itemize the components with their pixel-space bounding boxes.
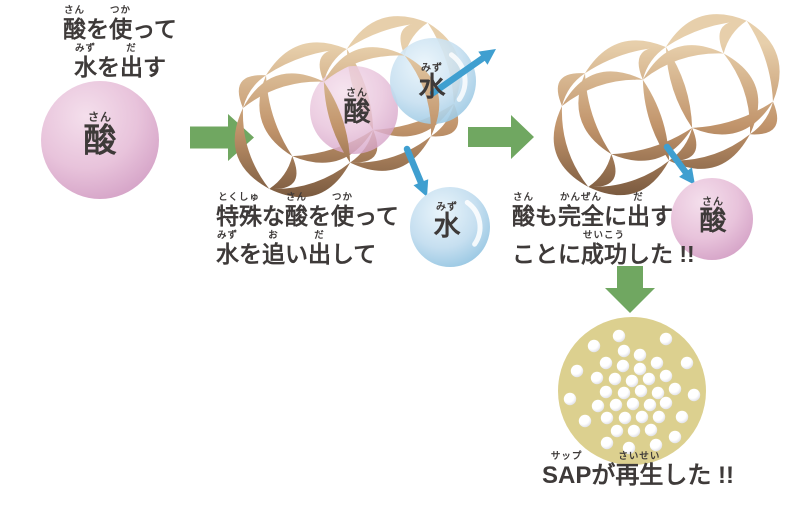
flow-arrow-down bbox=[605, 266, 655, 313]
polymer-lattice-2-front bbox=[553, 45, 759, 196]
caption-step3-line1: さん酸 もかんぜん完全 にだ出 す bbox=[512, 192, 673, 229]
acid-in-lattice-label: さん酸 bbox=[343, 88, 371, 127]
water-release-arrow-down bbox=[403, 145, 429, 197]
acid-in-lattice bbox=[310, 66, 398, 154]
water-in-lattice-label: みず水 bbox=[418, 63, 446, 102]
sap-particle-dots bbox=[563, 329, 701, 455]
released-water-label: みず水 bbox=[433, 202, 461, 241]
flow-arrow-right-2 bbox=[468, 115, 534, 159]
acid-ball bbox=[41, 81, 159, 199]
caption-step1-line1: さん酸 をつか使 って bbox=[63, 5, 177, 42]
acid-ball-label: さん酸 bbox=[83, 111, 117, 159]
released-acid-ball bbox=[671, 178, 753, 260]
released-acid-label: さん酸 bbox=[699, 197, 727, 236]
polymer-lattice-1-front bbox=[234, 47, 440, 198]
caption-step3-line2: ことにせいこう成功 した !! bbox=[512, 230, 695, 268]
water-release-arrow-up bbox=[429, 49, 496, 97]
acid-release-arrow bbox=[663, 143, 695, 185]
caption-step2: とくしゅ特殊 なさん酸 をつか使 って みず水 をお追 いだ出 して bbox=[216, 192, 399, 269]
released-water-highlight bbox=[464, 199, 483, 247]
water-highlight bbox=[448, 52, 468, 102]
polymer-lattice-2-back bbox=[557, 14, 780, 187]
regenerated-sap-ball bbox=[558, 317, 706, 465]
caption-step1: さん酸 をつか使 って みず水 をだ出 す bbox=[28, 5, 212, 82]
caption-step2-line1: とくしゅ特殊 なさん酸 をつか使 って bbox=[216, 192, 399, 229]
caption-step3: さん酸 もかんぜん完全 にだ出 す ことにせいこう成功 した !! bbox=[512, 192, 695, 269]
caption-step1-line2: みず水 をだ出 す bbox=[74, 43, 166, 81]
caption-step2-line2: みず水 をお追 いだ出 して bbox=[216, 230, 377, 268]
